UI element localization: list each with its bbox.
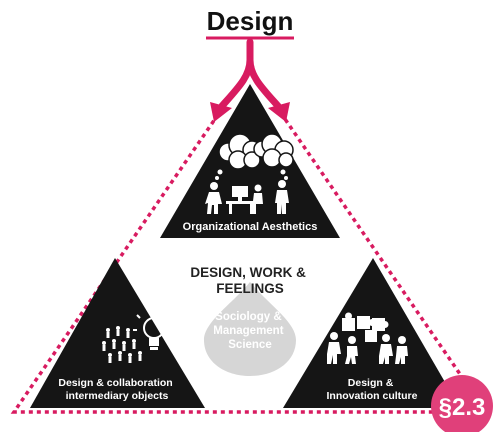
organizational-aesthetics-label: Organizational Aesthetics xyxy=(183,221,318,233)
design-innovation-culture-label: Design & Innovation culture xyxy=(326,377,417,402)
section-badge-label: §2.3 xyxy=(439,394,486,421)
design-collaboration-label: Design & collaboration intermediary obje… xyxy=(58,377,175,402)
outer-dotted-triangle xyxy=(10,64,490,414)
thought-clouds-people-at-desk-icon xyxy=(205,133,294,214)
sociology-management-science-label: Sociology & Management Science xyxy=(213,311,287,351)
sociology-drop-shape xyxy=(204,282,296,376)
people-assembling-puzzle-icon xyxy=(327,312,408,364)
lightbulb-and-people-icon xyxy=(102,308,175,363)
design-work-feelings-heading: DESIGN, WORK & FEELINGS xyxy=(190,265,309,296)
page-title: Design xyxy=(207,6,294,36)
split-arrow-icon xyxy=(210,38,290,122)
section-badge: §2.3 xyxy=(431,375,493,432)
